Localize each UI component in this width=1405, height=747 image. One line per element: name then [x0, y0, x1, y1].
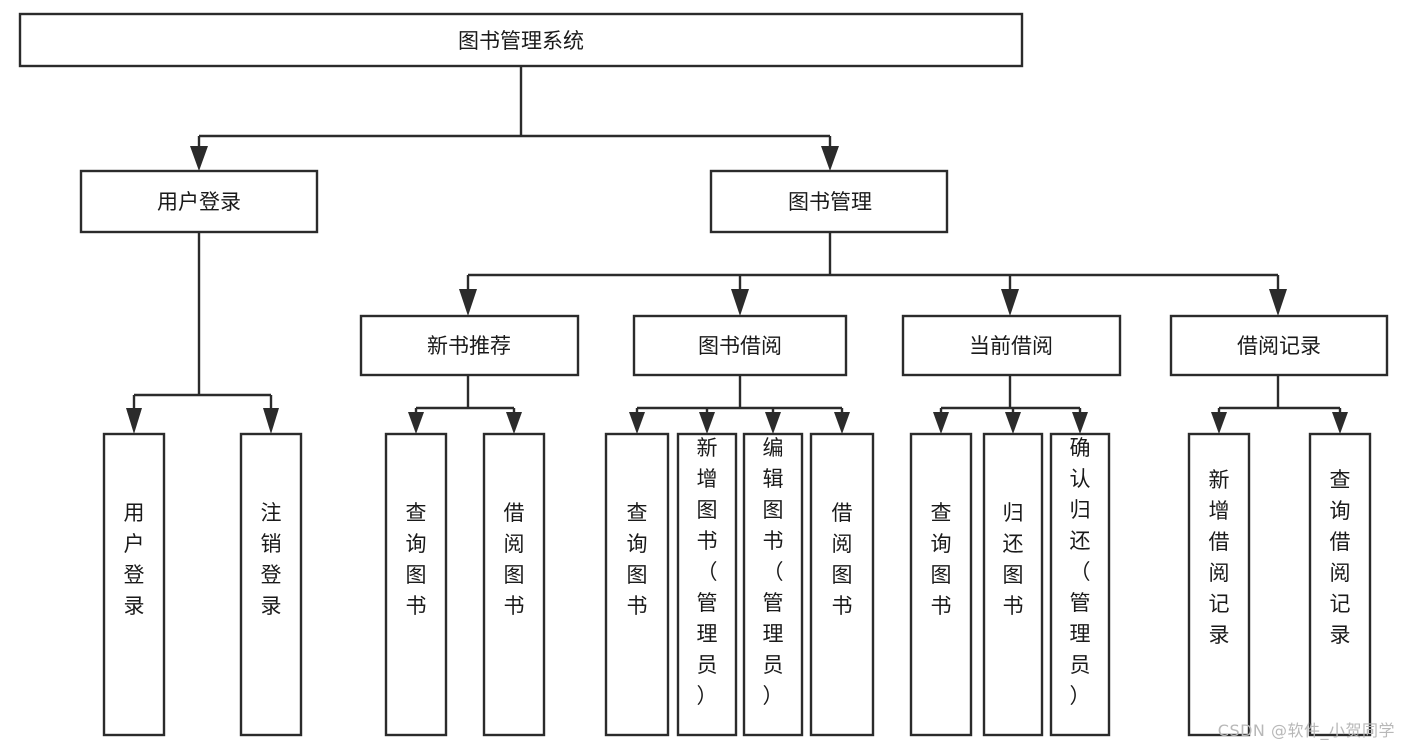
node-current-borrow-label: 当前借阅	[969, 334, 1053, 358]
node-borrow-records-rect[interactable]	[1169, 314, 1389, 377]
node-root[interactable]: 图书管理系统	[18, 12, 1024, 68]
leaf-add-book-label: 新增图书（管理员）	[697, 436, 718, 708]
leaf-query-book-1-rect[interactable]	[384, 432, 448, 737]
arrow-head-user-login	[190, 146, 208, 171]
leaf-node-return-book[interactable]: 归还图书	[982, 432, 1044, 737]
node-borrow-records[interactable]: 借阅记录	[1169, 314, 1389, 377]
node-new-book-recommend[interactable]: 新书推荐	[359, 314, 580, 377]
leaf-borrow-book-2-rect[interactable]	[809, 432, 875, 737]
arrow-head-leaf-add-record	[1211, 412, 1227, 434]
node-root-rect[interactable]	[18, 12, 1024, 68]
node-current-borrow[interactable]: 当前借阅	[901, 314, 1122, 377]
leaf-logout-rect[interactable]	[239, 432, 303, 737]
node-user-login-rect[interactable]	[79, 169, 319, 234]
node-book-borrow-label: 图书借阅	[698, 334, 782, 358]
arrow-head-leaf-return-book	[1005, 412, 1021, 434]
leaf-borrow-book-2-label: 借阅图书	[832, 501, 853, 618]
arrow-head-leaf-logout	[263, 408, 279, 434]
arrow-head-leaf-confirm-return	[1072, 412, 1088, 434]
node-current-borrow-rect[interactable]	[901, 314, 1122, 377]
arrow-head-new-book-recommend	[459, 289, 477, 316]
leaf-query-book-1-label: 查询图书	[406, 501, 427, 618]
leaf-borrow-book-1-rect[interactable]	[482, 432, 546, 737]
connector-group-book-manage	[459, 232, 1287, 316]
arrow-head-leaf-query-book-3	[933, 412, 949, 434]
leaf-node-add-record[interactable]: 新增借阅记录	[1187, 432, 1251, 737]
arrow-head-leaf-user-login	[126, 408, 142, 434]
leaf-logout-label: 注销登录	[261, 501, 282, 618]
arrow-head-borrow-records	[1269, 289, 1287, 316]
arrow-head-leaf-query-record	[1332, 412, 1348, 434]
arrow-head-leaf-borrow-book-1	[506, 412, 522, 434]
leaf-edit-book-rect[interactable]	[742, 432, 804, 737]
leaf-query-book-2-rect[interactable]	[604, 432, 670, 737]
leaf-add-record-label: 新增借阅记录	[1209, 468, 1230, 647]
node-book-manage[interactable]: 图书管理	[709, 169, 949, 234]
leaf-node-logout[interactable]: 注销登录	[239, 432, 303, 737]
leaf-user-login-label: 用户登录	[124, 501, 145, 618]
leaf-query-book-3-label: 查询图书	[931, 501, 952, 618]
leaf-node-borrow-book-1[interactable]: 借阅图书	[482, 432, 546, 737]
node-new-book-recommend-label: 新书推荐	[427, 334, 511, 358]
leaf-node-query-book-3[interactable]: 查询图书	[909, 432, 973, 737]
connector-group-root	[190, 66, 839, 171]
leaf-return-book-label: 归还图书	[1003, 501, 1024, 618]
arrow-head-leaf-add-book	[699, 412, 715, 434]
node-book-borrow-rect[interactable]	[632, 314, 848, 377]
leaf-node-edit-book[interactable]: 编辑图书（管理员）	[742, 432, 804, 737]
leaf-node-query-record[interactable]: 查询借阅记录	[1308, 432, 1372, 737]
leaf-user-login-rect[interactable]	[102, 432, 166, 737]
leaf-query-book-3-rect[interactable]	[909, 432, 973, 737]
leaf-add-record-rect[interactable]	[1187, 432, 1251, 737]
node-book-manage-rect[interactable]	[709, 169, 949, 234]
node-user-login[interactable]: 用户登录	[79, 169, 319, 234]
csdn-watermark: CSDN @软件_小贺同学	[1217, 721, 1395, 740]
leaf-node-query-book-1[interactable]: 查询图书	[384, 432, 448, 737]
arrow-head-book-borrow	[731, 289, 749, 316]
connector-group-current-borrow	[933, 375, 1088, 434]
node-new-book-recommend-rect[interactable]	[359, 314, 580, 377]
leaf-borrow-book-1-label: 借阅图书	[504, 501, 525, 618]
leaf-node-borrow-book-2[interactable]: 借阅图书	[809, 432, 875, 737]
connector-group-new-book-recommend	[408, 375, 522, 434]
connector-group-borrow-records	[1211, 375, 1348, 434]
node-user-login-label: 用户登录	[157, 190, 241, 214]
arrow-head-leaf-query-book-1	[408, 412, 424, 434]
leaf-confirm-return-label: 确认归还（管理员）	[1070, 436, 1091, 708]
leaf-node-add-book[interactable]: 新增图书（管理员）	[676, 432, 738, 737]
node-book-manage-label: 图书管理	[788, 190, 872, 214]
arrow-head-leaf-query-book-2	[629, 412, 645, 434]
leaf-edit-book-label: 编辑图书（管理员）	[763, 436, 784, 708]
leaf-return-book-rect[interactable]	[982, 432, 1044, 737]
leaf-add-book-rect[interactable]	[676, 432, 738, 737]
arrow-head-book-manage	[821, 146, 839, 171]
leaf-query-record-rect[interactable]	[1308, 432, 1372, 737]
arrow-head-leaf-borrow-book-2	[834, 412, 850, 434]
connector-group-user-login	[126, 232, 279, 434]
leaf-query-record-label: 查询借阅记录	[1330, 468, 1351, 647]
node-root-label: 图书管理系统	[458, 29, 584, 53]
arrow-head-current-borrow	[1001, 289, 1019, 316]
node-book-borrow[interactable]: 图书借阅	[632, 314, 848, 377]
connector-group-book-borrow	[629, 375, 850, 434]
leaf-node-query-book-2[interactable]: 查询图书	[604, 432, 670, 737]
arrow-head-leaf-edit-book	[765, 412, 781, 434]
leaf-node-confirm-return[interactable]: 确认归还（管理员）	[1049, 432, 1111, 737]
leaf-query-book-2-label: 查询图书	[627, 501, 648, 618]
leaf-confirm-return-rect[interactable]	[1049, 432, 1111, 737]
node-borrow-records-label: 借阅记录	[1237, 334, 1321, 358]
leaf-node-user-login[interactable]: 用户登录	[102, 432, 166, 737]
